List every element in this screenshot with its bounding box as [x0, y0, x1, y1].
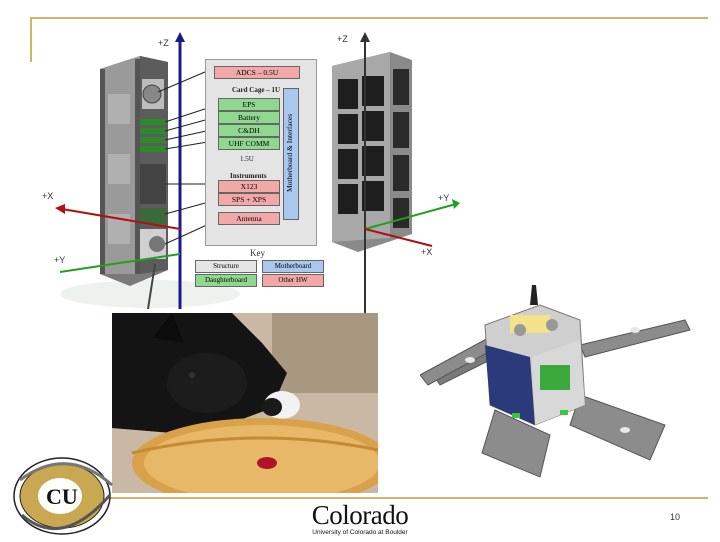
axis-y-left: +Y	[54, 255, 66, 265]
axis-y-right: +Y	[438, 193, 450, 203]
left-rule	[30, 17, 32, 62]
axis-z-left: +Z	[158, 38, 169, 48]
card-cage-label: Card Cage – 1U	[232, 86, 281, 94]
page-number: 10	[669, 512, 680, 522]
antenna-box: Antenna	[218, 212, 280, 225]
top-rule	[30, 17, 708, 19]
deployed-satellite-render	[419, 285, 695, 480]
axis-z-right: +Z	[337, 34, 348, 44]
cubesat-drawing	[55, 32, 460, 314]
key-daughterboard: Daughterboard	[195, 274, 257, 287]
cdh-box: C&DH	[218, 124, 280, 137]
motherboard-label: Motherboard & Interfaces	[285, 113, 294, 193]
key-structure: Structure	[195, 260, 257, 273]
colorado-wordmark: Colorado	[311, 500, 409, 530]
axis-x-right: +X	[421, 247, 433, 257]
sps-xps-box: SPS + XPS	[218, 193, 280, 206]
battery-box: Battery	[218, 111, 280, 124]
cat-pie-illustration	[112, 313, 378, 493]
aerospace-logo: CU	[12, 455, 120, 537]
colorado-logo: Colorado University of Colorado at Bould…	[290, 502, 430, 538]
key-other-hw: Other HW	[262, 274, 324, 287]
key-motherboard: Motherboard	[262, 260, 324, 273]
cat-pie-photo	[112, 313, 378, 493]
x123-box: X123	[218, 180, 280, 193]
adcs-box: ADCS – 0.5U	[214, 66, 300, 79]
cubesat-diagram: +Z +Z +X +Y +Y +X	[40, 24, 460, 314]
svg-text:CU: CU	[46, 484, 78, 509]
uhf-box: UHF COMM	[218, 137, 280, 150]
axis-x-left: +X	[42, 191, 54, 201]
motherboard-bar	[283, 88, 299, 220]
one-five-label: 1.5U	[240, 155, 254, 163]
instruments-label: Instruments	[230, 172, 267, 180]
bottom-rule	[30, 497, 708, 499]
key-title: Key	[250, 248, 265, 258]
colorado-subtitle: University of Colorado at Boulder	[312, 529, 408, 536]
aerospace-seal-icon: CU	[13, 457, 113, 535]
eps-box: EPS	[218, 98, 280, 111]
satellite-drawing	[419, 285, 691, 478]
